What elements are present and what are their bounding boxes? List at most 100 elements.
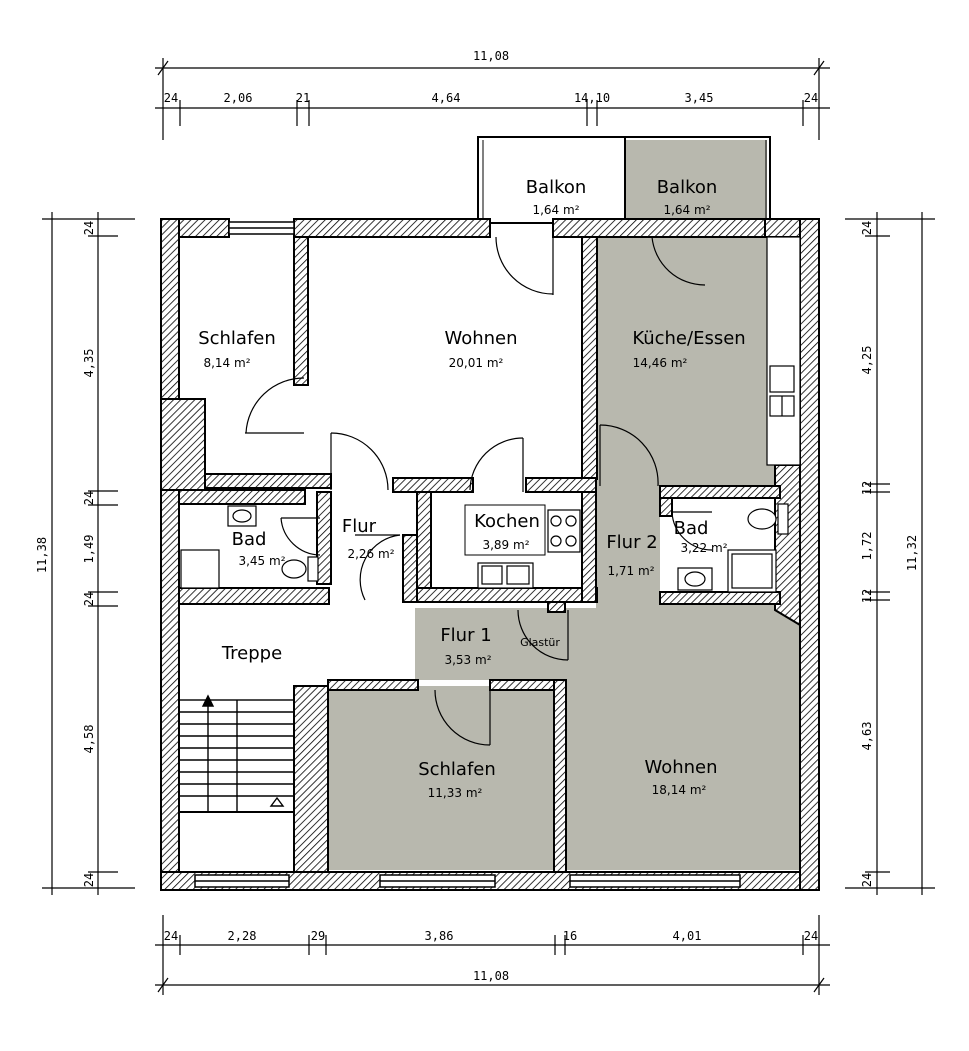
outer-wall-left-pier	[160, 398, 206, 491]
wall-wohnen-bottom	[392, 477, 474, 493]
room-treppe-name: Treppe	[221, 643, 282, 664]
wall-bad-right-bottom	[659, 591, 781, 605]
dim-top-seg-7: 24	[804, 91, 818, 105]
sink-right	[677, 567, 713, 591]
wall-kochen-top	[525, 477, 597, 493]
sink-left	[227, 505, 257, 527]
dim-right-total: 11,32	[905, 535, 919, 571]
stove-kochen	[547, 509, 581, 553]
shower-right	[727, 549, 777, 593]
wall-schlafen-top-right	[489, 679, 555, 691]
kueche-fill	[597, 236, 800, 487]
outer-wall-left-lower	[160, 489, 180, 891]
dim-left-seg-3: 24	[82, 491, 96, 505]
room-wohnen-bottom-name: Wohnen	[644, 757, 717, 778]
wall-schlafen-top-bottom	[327, 679, 419, 691]
flur2-wohnen-fill	[548, 487, 800, 870]
wall-flur-right	[402, 534, 418, 603]
wall-bad-flur	[316, 491, 332, 585]
dim-left-seg-5: 24	[82, 592, 96, 606]
dim-top-seg-5: 14,10	[574, 91, 610, 105]
room-flur1-area: 3,53 m²	[444, 653, 491, 667]
toilet-left-tank	[307, 556, 319, 582]
room-wohnen-bottom-area: 18,14 m²	[652, 783, 707, 797]
dim-right-seg-3: 12	[860, 481, 874, 495]
wall-treppe-right	[293, 685, 329, 873]
dim-right-seg-7: 24	[860, 873, 874, 887]
room-balkon-left-name: Balkon	[526, 177, 587, 198]
room-labels: Balkon 1,64 m² Balkon 1,64 m² Schlafen 8…	[198, 177, 745, 800]
room-wohnen-top-area: 20,01 m²	[449, 356, 504, 370]
room-bad-left-name: Bad	[232, 529, 267, 550]
room-schlafen-bottom-name: Schlafen	[418, 759, 496, 780]
dimension-texts: 11,08 24 2,06 21 4,64 14,10 3,45 24 24 2…	[35, 49, 919, 983]
wall-kochen-right	[581, 491, 597, 603]
outer-wall-right	[799, 218, 820, 891]
dim-right-seg-4: 1,72	[860, 532, 874, 561]
glastuer-label: Glastür	[520, 636, 560, 649]
dim-left-seg-1: 24	[82, 221, 96, 235]
flur1-fill	[415, 608, 565, 700]
toilet-right-tank	[777, 503, 789, 535]
dim-bottom-seg-7: 24	[804, 929, 818, 943]
room-bad-right-name: Bad	[674, 518, 709, 539]
shaded-unit	[328, 140, 800, 870]
dim-top-total: 11,08	[473, 49, 509, 63]
room-flur1-name: Flur 1	[440, 625, 491, 646]
doors	[245, 236, 713, 746]
room-flur2-name: Flur 2	[606, 532, 657, 553]
dim-bottom-seg-6: 4,01	[673, 929, 702, 943]
room-flur-area: 2,26 m²	[347, 547, 394, 561]
stairs	[178, 694, 295, 813]
dim-left-seg-7: 24	[82, 873, 96, 887]
outer-wall-left-upper	[160, 218, 180, 400]
room-bad-left-area: 3,45 m²	[238, 554, 285, 568]
wall-schlafen-bottom	[204, 473, 332, 489]
room-balkon-right-name: Balkon	[657, 177, 718, 198]
dim-bottom-total: 11,08	[473, 969, 509, 983]
room-kochen-name: Kochen	[474, 511, 540, 532]
dim-bottom-seg-2: 2,28	[228, 929, 257, 943]
dim-left-total: 11,38	[35, 537, 49, 573]
wall-schlafen-wohnen	[553, 679, 567, 873]
room-kueche-area: 14,46 m²	[633, 356, 688, 370]
room-schlafen-bottom-area: 11,33 m²	[428, 786, 483, 800]
room-kueche-name: Küche/Essen	[632, 328, 745, 349]
dim-bottom-seg-5: 16	[563, 929, 577, 943]
wall-schlafen-right	[293, 236, 309, 386]
wall-bad-top	[178, 489, 306, 505]
dim-right-seg-1: 24	[860, 221, 874, 235]
dim-top-seg-2: 2,06	[224, 91, 253, 105]
dim-bottom-seg-3: 29	[311, 929, 325, 943]
room-schlafen-top-area: 8,14 m²	[203, 356, 250, 370]
schlafen-bottom-fill	[328, 686, 554, 870]
balkon-right-fill	[625, 140, 767, 222]
fixtures	[180, 236, 801, 593]
room-schlafen-top-name: Schlafen	[198, 328, 276, 349]
wall-bad-bottom	[178, 587, 330, 605]
dim-left-seg-6: 4,58	[82, 725, 96, 754]
room-flur2-area: 1,71 m²	[607, 564, 654, 578]
room-balkon-left-area: 1,64 m²	[532, 203, 579, 217]
dim-right-seg-6: 4,63	[860, 722, 874, 751]
room-flur-name: Flur	[342, 516, 377, 537]
dim-top-seg-4: 4,64	[432, 91, 461, 105]
wall-wohnen-kueche	[581, 236, 598, 480]
wall-bad-right-left	[659, 497, 673, 517]
dim-right-seg-2: 4,25	[860, 346, 874, 375]
room-balkon-right-area: 1,64 m²	[663, 203, 710, 217]
dim-left-seg-2: 4,35	[82, 349, 96, 378]
dim-right-seg-5: 12	[860, 589, 874, 603]
dim-top-seg-1: 24	[164, 91, 178, 105]
wall-kueche-bottom	[659, 485, 781, 499]
wall-kochen-bottom	[416, 587, 598, 603]
room-wohnen-top-name: Wohnen	[444, 328, 517, 349]
wall-flur1-right	[547, 601, 566, 613]
room-bad-right-area: 3,22 m²	[680, 541, 727, 555]
room-kochen-area: 3,89 m²	[482, 538, 529, 552]
dim-bottom-seg-1: 24	[164, 929, 178, 943]
outer-wall-top-balcony	[552, 218, 766, 238]
shower-left	[180, 549, 220, 589]
dim-top-seg-6: 3,45	[685, 91, 714, 105]
